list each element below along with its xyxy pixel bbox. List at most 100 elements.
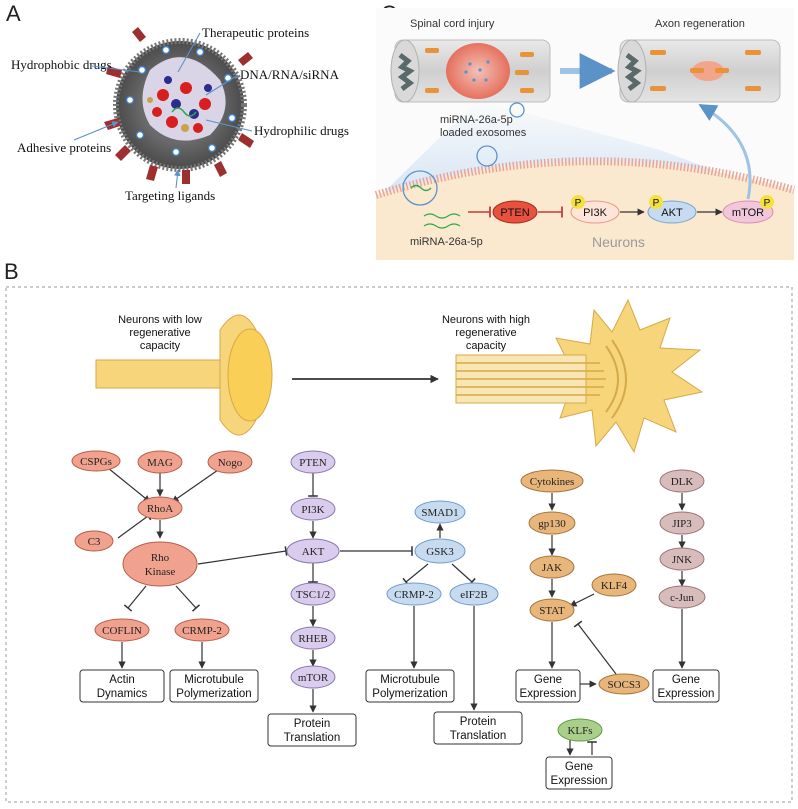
exosome-vesicles xyxy=(402,102,525,206)
c-phospho-3: P xyxy=(764,198,771,209)
svg-text:Expression: Expression xyxy=(520,688,577,700)
svg-text:JIP3: JIP3 xyxy=(672,518,692,530)
svg-text:KLF4: KLF4 xyxy=(601,580,628,592)
spinal-cord-injured xyxy=(390,39,551,103)
svg-text:Translation: Translation xyxy=(450,730,506,742)
panel-a-leader-lines xyxy=(73,32,253,189)
svg-text:JNK: JNK xyxy=(672,554,692,566)
svg-text:Expression: Expression xyxy=(551,775,608,787)
spinal-cord-regenerated xyxy=(617,39,781,103)
svg-text:MAG: MAG xyxy=(147,457,173,469)
node-dlk: DLK xyxy=(659,469,705,493)
svg-text:Gene: Gene xyxy=(534,674,562,686)
panel-a-letter: A xyxy=(6,1,21,26)
svg-text:Microtubule: Microtubule xyxy=(184,674,243,686)
svg-text:SMAD1: SMAD1 xyxy=(421,507,458,519)
label-neuron-high-2: regenerative xyxy=(455,327,516,339)
c-node-pten-label: PTEN xyxy=(500,207,529,219)
label-neuron-low-1: Neurons with low xyxy=(118,314,202,326)
node-jnk: JNK xyxy=(659,547,705,571)
svg-text:c-Jun: c-Jun xyxy=(670,592,694,604)
node-nogo: Nogo xyxy=(207,450,253,474)
label-neuron-low-2: regenerative xyxy=(129,327,190,339)
panel-b-letter: B xyxy=(4,259,19,284)
svg-text:Actin: Actin xyxy=(109,674,135,686)
panel-a: A xyxy=(6,1,349,203)
node-tsc: TSC1/2 xyxy=(290,582,336,606)
svg-text:Polymerization: Polymerization xyxy=(372,688,447,700)
svg-text:STAT: STAT xyxy=(539,605,565,617)
node-cspgs: CSPGs xyxy=(71,450,121,472)
svg-text:SOCS3: SOCS3 xyxy=(607,679,641,691)
node-jip3: JIP3 xyxy=(659,511,705,535)
node-rhoa: RhoA xyxy=(137,496,183,520)
label-neurons: Neurons xyxy=(592,234,645,250)
svg-text:CSPGs: CSPGs xyxy=(80,456,112,468)
svg-text:CRMP-2: CRMP-2 xyxy=(182,625,222,637)
label-neuron-high-1: Neurons with high xyxy=(442,314,530,326)
label-adhesive-proteins: Adhesive proteins xyxy=(17,140,111,155)
svg-text:DLK: DLK xyxy=(671,476,694,488)
label-hydrophobic-drugs: Hydrophobic drugs xyxy=(11,57,112,72)
node-gsk3: GSK3 xyxy=(414,538,466,564)
svg-text:COFLIN: COFLIN xyxy=(102,625,142,637)
panel-b: B Neurons with low regenerative capacity… xyxy=(4,259,793,803)
svg-text:Translation: Translation xyxy=(284,732,340,744)
svg-text:Gene: Gene xyxy=(565,761,593,773)
svg-text:mTOR: mTOR xyxy=(298,672,329,684)
svg-text:Expression: Expression xyxy=(658,688,715,700)
svg-text:gp130: gp130 xyxy=(538,518,566,530)
svg-text:Gene: Gene xyxy=(672,674,700,686)
svg-text:Rho: Rho xyxy=(151,552,170,564)
svg-text:Kinase: Kinase xyxy=(145,566,176,578)
label-exosomes-line2: loaded exosomes xyxy=(440,127,527,139)
svg-text:Protein: Protein xyxy=(294,718,330,730)
svg-text:RhoA: RhoA xyxy=(147,503,173,515)
svg-text:AKT: AKT xyxy=(302,546,325,558)
svg-text:KLFs: KLFs xyxy=(567,725,592,737)
svg-text:TSC1/2: TSC1/2 xyxy=(296,589,330,601)
exosome-illustration xyxy=(104,27,254,184)
svg-text:GSK3: GSK3 xyxy=(426,546,454,558)
node-pten: PTEN xyxy=(290,450,336,474)
label-exosomes-line1: miRNA-26a-5p xyxy=(440,114,513,126)
regeneration-feedback-arrow xyxy=(698,103,752,200)
c-node-pten xyxy=(492,200,538,224)
c-phospho-2: P xyxy=(653,198,660,209)
node-crmp2-a: CRMP-2 xyxy=(174,618,230,642)
node-cytokines: Cytokines xyxy=(520,469,584,493)
node-klf4: KLF4 xyxy=(591,573,637,597)
svg-text:PI3K: PI3K xyxy=(301,504,324,516)
c-node-mtor-label: mTOR xyxy=(732,207,764,219)
node-c3: C3 xyxy=(74,530,114,552)
node-jak: JAK xyxy=(529,555,575,579)
node-pi3k: PI3K xyxy=(290,497,336,521)
svg-text:Nogo: Nogo xyxy=(218,457,243,469)
svg-text:RHEB: RHEB xyxy=(298,633,327,645)
node-rheb: RHEB xyxy=(290,626,336,650)
label-dna-rna-sirna: DNA/RNA/siRNA xyxy=(240,67,340,82)
label-neuron-low-3: capacity xyxy=(140,340,181,352)
panel-c: C Spinal cord injury Axon regeneration xyxy=(374,1,796,260)
node-mtor: mTOR xyxy=(290,665,336,689)
label-neuron-high-3: capacity xyxy=(466,340,507,352)
node-socs3: SOCS3 xyxy=(598,673,650,695)
svg-text:C3: C3 xyxy=(88,536,101,548)
node-mag: MAG xyxy=(137,450,183,474)
c-node-akt-label: AKT xyxy=(661,207,683,219)
svg-text:eIF2B: eIF2B xyxy=(460,589,488,601)
svg-text:Polymerization: Polymerization xyxy=(176,688,251,700)
neuron-high-illustration xyxy=(455,298,704,454)
node-akt: AKT xyxy=(286,538,340,564)
svg-text:CRMP-2: CRMP-2 xyxy=(394,589,434,601)
svg-text:Microtubule: Microtubule xyxy=(380,674,439,686)
neuron-low-illustration xyxy=(95,314,273,436)
